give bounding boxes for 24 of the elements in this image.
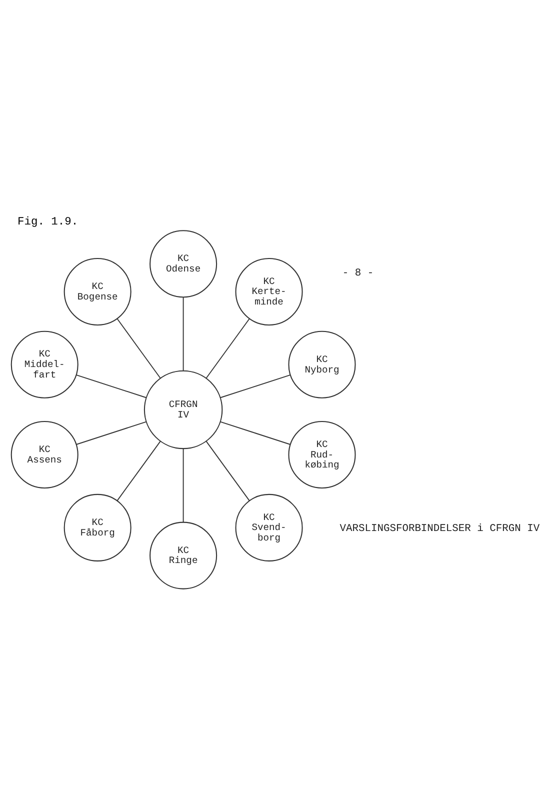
connector: [220, 420, 291, 444]
node-circle: KC Middel- fart: [10, 330, 78, 398]
caption: VARSLINGSFORBINDELSER i CFRGN IV: [340, 522, 540, 535]
connector: [182, 296, 184, 371]
node-circle: KC Assens: [10, 420, 78, 488]
connector: [182, 448, 184, 522]
connector: [206, 440, 250, 501]
node-circle: KC Bogense: [64, 257, 132, 325]
connector: [116, 440, 161, 501]
connector: [76, 374, 147, 398]
connector: [116, 318, 161, 378]
node-circle: KC Svend- borg: [235, 493, 303, 561]
node-circle: KC Kerte- minde: [235, 257, 303, 325]
node-circle: KC Odense: [150, 230, 218, 298]
connector: [220, 374, 291, 398]
node-circle: KC Ringe: [150, 521, 218, 589]
diagram-title: Fig. 1.9.: [18, 216, 78, 228]
node-circle: CFRGN IV: [144, 370, 223, 449]
label: - 8 -: [342, 266, 374, 279]
connector: [76, 420, 147, 444]
node-circle: KC Fåborg: [64, 493, 132, 561]
connector: [206, 318, 250, 378]
node-circle: KC Rud- købing: [288, 420, 356, 488]
node-circle: KC Nyborg: [288, 330, 356, 398]
